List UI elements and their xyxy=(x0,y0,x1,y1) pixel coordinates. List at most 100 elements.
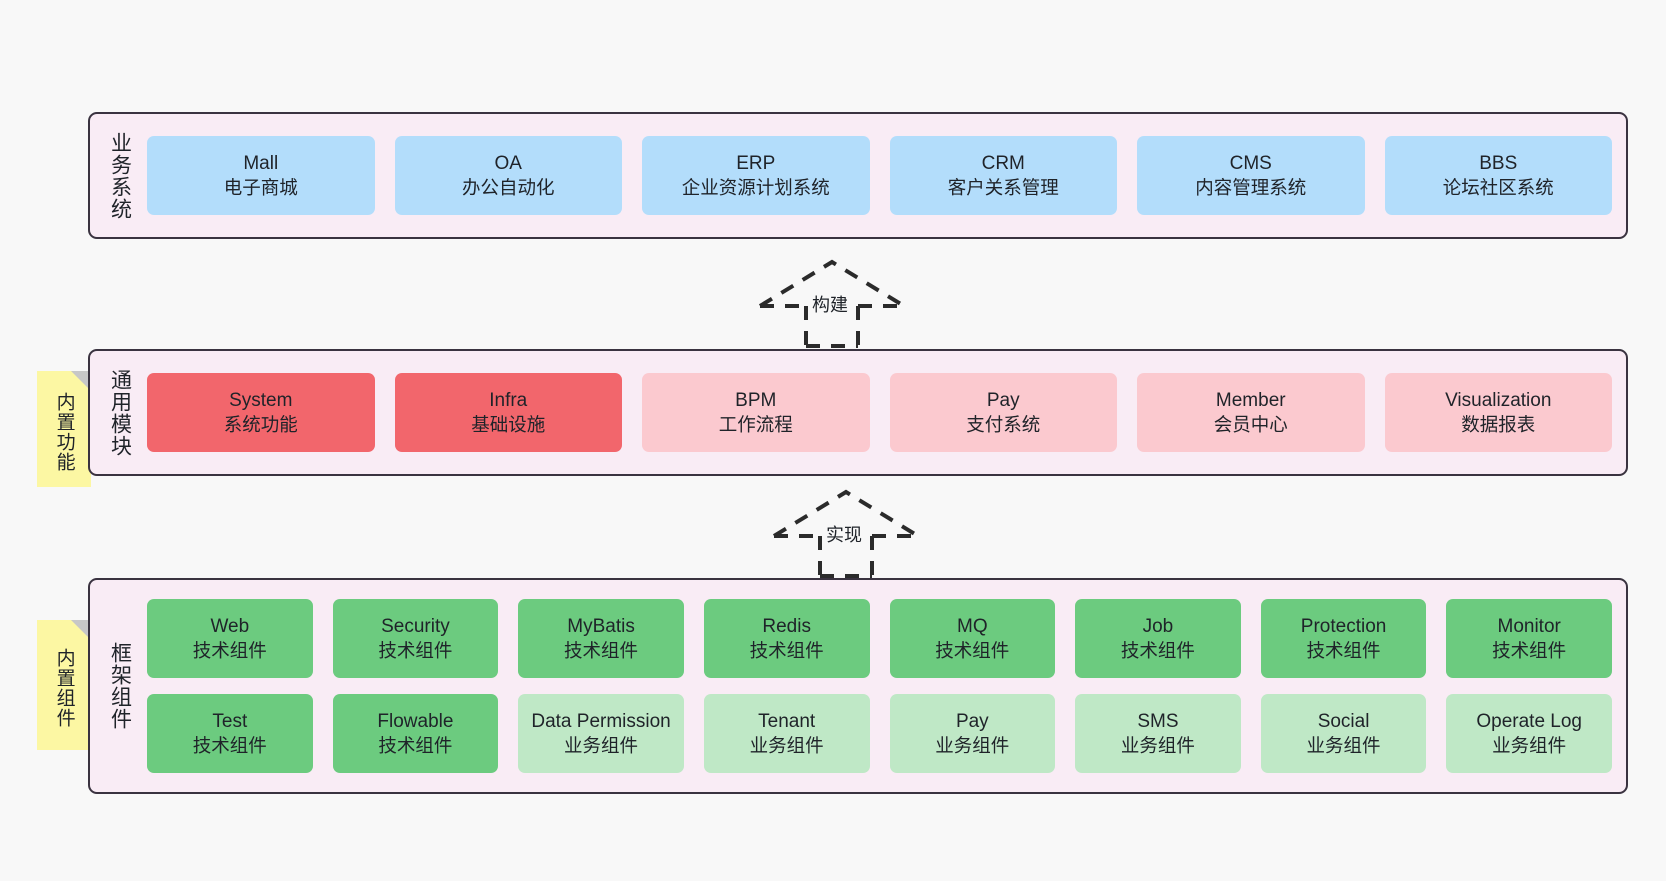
node-visualization[interactable]: Visualization 数据报表 xyxy=(1384,373,1612,452)
layer-framework-components-body: Web 技术组件 Security 技术组件 MyBatis 技术组件 Redi… xyxy=(145,580,1626,792)
node-operate-log[interactable]: Operate Log 业务组件 xyxy=(1446,694,1612,773)
node-social-title: Social xyxy=(1317,710,1370,732)
note-builtin-features-label: 内置功能 xyxy=(53,392,75,472)
node-data-permission[interactable]: Data Permission 业务组件 xyxy=(518,694,684,773)
node-job-subtitle: 技术组件 xyxy=(1120,639,1195,661)
connector-implement-label: 实现 xyxy=(824,521,864,547)
node-erp-title: ERP xyxy=(736,152,776,174)
node-protection-title: Protection xyxy=(1300,615,1387,637)
node-test-subtitle: 技术组件 xyxy=(192,734,267,756)
node-visualization-title: Visualization xyxy=(1445,389,1552,411)
node-mybatis[interactable]: MyBatis 技术组件 xyxy=(518,599,684,678)
note-builtin-components: 内置组件 xyxy=(37,620,91,750)
node-pay-module-subtitle: 支付系统 xyxy=(966,413,1041,435)
layer-framework-components-label: 框架组件 xyxy=(108,642,132,730)
framework-row-business: Test 技术组件 Flowable 技术组件 Data Permission … xyxy=(147,694,1612,773)
node-web[interactable]: Web 技术组件 xyxy=(147,599,313,678)
layer-common-modules-body: System 系统功能 Infra 基础设施 BPM 工作流程 Pay 支付系统… xyxy=(145,351,1626,474)
node-system-title: System xyxy=(229,389,293,411)
node-test[interactable]: Test 技术组件 xyxy=(147,694,313,773)
node-flowable[interactable]: Flowable 技术组件 xyxy=(332,694,499,773)
node-security-title: Security xyxy=(381,615,450,637)
node-social-subtitle: 业务组件 xyxy=(1306,734,1381,756)
node-job[interactable]: Job 技术组件 xyxy=(1075,599,1241,678)
node-mall-title: Mall xyxy=(243,152,279,174)
node-tenant[interactable]: Tenant 业务组件 xyxy=(703,694,870,773)
node-bbs-subtitle: 论坛社区系统 xyxy=(1442,176,1554,198)
node-pay-component[interactable]: Pay 业务组件 xyxy=(889,694,1056,773)
node-mq-subtitle: 技术组件 xyxy=(935,639,1010,661)
node-oa[interactable]: OA 办公自动化 xyxy=(394,136,622,215)
node-monitor[interactable]: Monitor 技术组件 xyxy=(1446,599,1612,678)
node-operate-log-title: Operate Log xyxy=(1476,710,1582,732)
node-bpm[interactable]: BPM 工作流程 xyxy=(642,373,870,452)
layer-business-systems-body: Mall 电子商城 OA 办公自动化 ERP 企业资源计划系统 CRM 客户关系… xyxy=(145,114,1626,237)
layer-business-systems-label: 业务系统 xyxy=(108,131,132,220)
node-infra-title: Infra xyxy=(489,389,528,411)
node-system[interactable]: System 系统功能 xyxy=(147,373,375,452)
node-operate-log-subtitle: 业务组件 xyxy=(1492,734,1567,756)
node-erp-subtitle: 企业资源计划系统 xyxy=(681,176,830,198)
node-crm[interactable]: CRM 客户关系管理 xyxy=(889,136,1117,215)
node-member-title: Member xyxy=(1215,389,1286,411)
node-infra[interactable]: Infra 基础设施 xyxy=(394,373,622,452)
node-bbs-title: BBS xyxy=(1479,152,1518,174)
connector-implement-arrow: 实现 xyxy=(766,488,926,578)
node-sms-subtitle: 业务组件 xyxy=(1120,734,1195,756)
node-flowable-title: Flowable xyxy=(377,710,454,732)
node-job-title: Job xyxy=(1142,615,1174,637)
node-bpm-title: BPM xyxy=(735,389,777,411)
node-social[interactable]: Social 业务组件 xyxy=(1260,694,1427,773)
node-sms-title: SMS xyxy=(1137,710,1179,732)
node-pay-component-subtitle: 业务组件 xyxy=(935,734,1010,756)
business-row: Mall 电子商城 OA 办公自动化 ERP 企业资源计划系统 CRM 客户关系… xyxy=(147,136,1612,215)
node-data-permission-title: Data Permission xyxy=(531,710,671,732)
node-mybatis-title: MyBatis xyxy=(567,615,635,637)
node-security-subtitle: 技术组件 xyxy=(378,639,453,661)
node-protection[interactable]: Protection 技术组件 xyxy=(1260,599,1427,678)
node-web-title: Web xyxy=(210,615,250,637)
note-builtin-features: 内置功能 xyxy=(37,371,91,487)
node-mall-subtitle: 电子商城 xyxy=(223,176,298,198)
node-cms[interactable]: CMS 内容管理系统 xyxy=(1137,136,1365,215)
node-web-subtitle: 技术组件 xyxy=(192,639,267,661)
node-erp[interactable]: ERP 企业资源计划系统 xyxy=(642,136,870,215)
node-monitor-subtitle: 技术组件 xyxy=(1492,639,1567,661)
framework-row-technical: Web 技术组件 Security 技术组件 MyBatis 技术组件 Redi… xyxy=(147,599,1612,678)
node-redis[interactable]: Redis 技术组件 xyxy=(703,599,870,678)
node-data-permission-subtitle: 业务组件 xyxy=(564,734,639,756)
node-crm-subtitle: 客户关系管理 xyxy=(947,176,1059,198)
common-row: System 系统功能 Infra 基础设施 BPM 工作流程 Pay 支付系统… xyxy=(147,373,1612,452)
node-member-subtitle: 会员中心 xyxy=(1213,413,1288,435)
node-bbs[interactable]: BBS 论坛社区系统 xyxy=(1384,136,1612,215)
node-redis-subtitle: 技术组件 xyxy=(749,639,824,661)
node-mall[interactable]: Mall 电子商城 xyxy=(147,136,375,215)
node-security[interactable]: Security 技术组件 xyxy=(332,599,499,678)
node-mq[interactable]: MQ 技术组件 xyxy=(889,599,1056,678)
connector-build-label: 构建 xyxy=(810,291,850,317)
note-builtin-components-label: 内置组件 xyxy=(53,648,75,728)
node-sms[interactable]: SMS 业务组件 xyxy=(1075,694,1241,773)
node-protection-subtitle: 技术组件 xyxy=(1306,639,1381,661)
node-flowable-subtitle: 技术组件 xyxy=(378,734,453,756)
connector-build-arrow: 构建 xyxy=(752,258,912,348)
node-mq-title: MQ xyxy=(957,615,988,637)
dashed-hollow-arrow-icon xyxy=(772,489,920,578)
node-oa-subtitle: 办公自动化 xyxy=(461,176,555,198)
layer-common-modules: 通用模块 System 系统功能 Infra 基础设施 BPM 工作流程 Pay… xyxy=(88,349,1628,476)
node-member[interactable]: Member 会员中心 xyxy=(1137,373,1365,452)
node-infra-subtitle: 基础设施 xyxy=(471,413,546,435)
node-system-subtitle: 系统功能 xyxy=(223,413,298,435)
node-pay-module-title: Pay xyxy=(986,389,1020,411)
node-cms-title: CMS xyxy=(1229,152,1272,174)
node-monitor-title: Monitor xyxy=(1497,615,1561,637)
layer-common-modules-label: 通用模块 xyxy=(108,368,132,457)
node-crm-title: CRM xyxy=(981,152,1025,174)
node-redis-title: Redis xyxy=(762,615,811,637)
node-visualization-subtitle: 数据报表 xyxy=(1461,413,1536,435)
node-tenant-subtitle: 业务组件 xyxy=(749,734,824,756)
node-oa-title: OA xyxy=(494,152,522,174)
node-pay-component-title: Pay xyxy=(955,710,989,732)
node-pay-module[interactable]: Pay 支付系统 xyxy=(889,373,1117,452)
